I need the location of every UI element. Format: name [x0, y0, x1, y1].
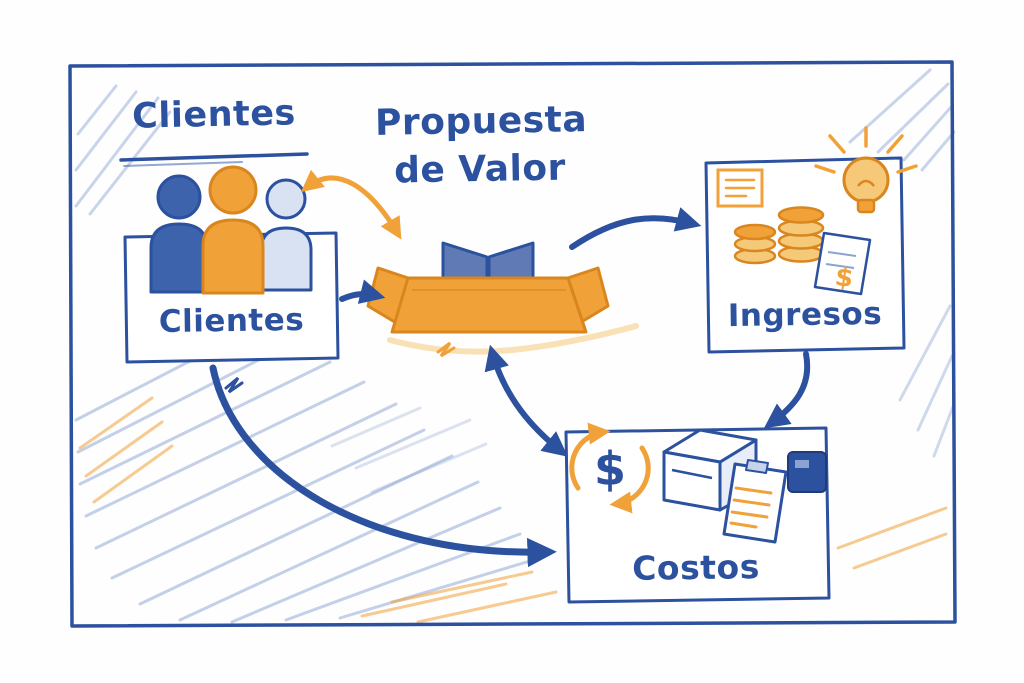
customers-heading: Clientes — [131, 93, 297, 137]
dollar-receipt-icon: $ — [813, 231, 872, 296]
costs-label: Costos — [631, 547, 761, 588]
squiggle-orange-decoration — [436, 341, 456, 358]
hatch-bottom-left-decoration — [74, 328, 542, 624]
clipboard-icon — [722, 459, 788, 544]
arrow-package-to-revenue — [569, 207, 702, 250]
people-group-icon — [149, 165, 313, 295]
money-cycle-icon: $ — [569, 422, 651, 514]
arrow-customers-valueprop-orange — [300, 169, 402, 240]
hatch-center-decoration — [330, 406, 488, 494]
cycle-dollar-sign: $ — [594, 442, 626, 496]
receipt-dollar-sign: $ — [833, 262, 855, 294]
revenue-label: Ingresos — [727, 295, 883, 335]
lightbulb-icon — [814, 126, 918, 214]
arrow-customersbox-to-package — [339, 279, 386, 304]
customers-box-label: Clientes — [158, 301, 305, 341]
orange-hatch-left-decoration — [78, 396, 174, 504]
person-center-icon — [201, 165, 265, 295]
open-box-icon — [366, 241, 610, 334]
coin-stack-right-icon — [777, 206, 825, 263]
valueprop-title-line2: de Valor — [393, 147, 567, 192]
squiggle-blue-decoration — [224, 376, 244, 394]
outer-frame — [68, 60, 957, 628]
hatch-top-right-decoration — [848, 68, 956, 172]
arrow-revenue-to-costs — [763, 351, 811, 429]
person-right-icon — [259, 178, 313, 292]
device-icon — [787, 451, 827, 493]
hatch-right-decoration — [898, 304, 956, 458]
arrow-customers-to-costs — [209, 364, 557, 568]
orange-hatch-bottom-decoration — [360, 570, 558, 624]
hatch-top-left-decoration — [74, 84, 172, 216]
valueprop-title-line1: Propuesta — [374, 99, 588, 144]
orange-hatch-right-decoration — [836, 506, 948, 570]
note-card-icon — [716, 168, 764, 208]
customers-heading-underline — [119, 152, 309, 167]
arrow-package-costs-bidirectional — [484, 344, 568, 457]
coin-stack-left-icon — [733, 223, 777, 265]
person-left-icon — [149, 174, 209, 294]
